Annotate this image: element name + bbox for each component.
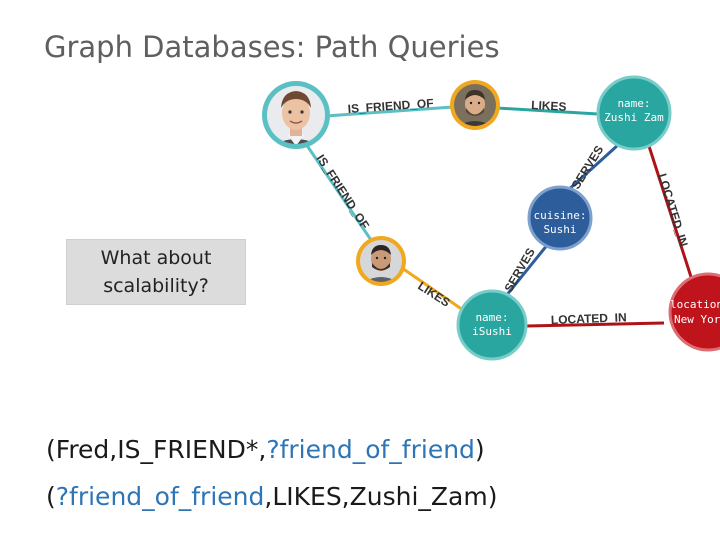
- edge-label-located-in-2: LOCATED_IN: [551, 310, 627, 327]
- location-node-new-york: location: New York: [668, 272, 720, 352]
- edge-person3-isushi: [401, 266, 464, 312]
- query-line-1: (Fred,IS_FRIEND*,?friend_of_friend): [46, 426, 497, 473]
- edge-label-is-friend-of-2: IS_FRIEND_OF: [313, 152, 372, 232]
- scalability-note-text: What about scalability?: [100, 247, 212, 297]
- query-2-variable: ?friend_of_friend: [55, 482, 265, 511]
- restaurant-node-zushi-zam: name: Zushi Zam: [596, 75, 672, 151]
- edge-label-serves-2: SERVES: [501, 246, 537, 295]
- person-node-friend: [450, 80, 500, 130]
- cuisine-label-value: Sushi: [543, 223, 576, 236]
- query-1-suffix: ): [474, 435, 485, 464]
- edge-label-is-friend-of-1: IS_FRIEND_OF: [347, 96, 434, 116]
- person-node-third: [356, 236, 406, 286]
- isushi-label-key: name:: [475, 311, 508, 324]
- edge-label-likes-2: LIKES: [415, 279, 452, 310]
- zushi-zam-label-value: Zushi Zam: [604, 111, 664, 124]
- edge-fred-friend: [325, 105, 454, 118]
- query-line-2: (?friend_of_friend,LIKES,Zushi_Zam): [46, 473, 497, 520]
- location-label-value: New York: [674, 313, 720, 326]
- fred-portrait: [267, 86, 325, 144]
- person-node-fred: [262, 81, 330, 149]
- edge-zushi-location: [646, 142, 694, 281]
- restaurant-node-isushi: name: iSushi: [456, 289, 528, 361]
- cuisine-label-key: cuisine:: [534, 209, 587, 222]
- cuisine-node-sushi: cuisine: Sushi: [527, 185, 593, 251]
- query-2-prefix: (: [46, 482, 56, 511]
- zushi-zam-label-key: name:: [617, 97, 650, 110]
- location-label-key: location:: [670, 298, 720, 311]
- edge-fred-person3: [304, 143, 373, 241]
- query-1-variable: ?friend_of_friend: [266, 435, 475, 464]
- slide-title: Graph Databases: Path Queries: [44, 30, 500, 64]
- isushi-label-value: iSushi: [472, 325, 512, 338]
- query-1-prefix: (Fred,IS_FRIEND*,: [46, 435, 267, 464]
- edge-label-likes-1: LIKES: [531, 98, 567, 114]
- edge-isushi-location: [526, 321, 665, 328]
- path-queries: (Fred,IS_FRIEND*,?friend_of_friend) (?fr…: [46, 426, 497, 520]
- query-2-suffix: ,LIKES,Zushi_Zam): [264, 482, 498, 511]
- scalability-note: What about scalability?: [66, 239, 246, 305]
- edge-zushi-cuisine: [564, 143, 620, 194]
- edge-label-located-in-1: LOCATED_IN: [655, 172, 691, 249]
- edge-isushi-cuisine: [504, 243, 550, 297]
- edge-label-serves-1: SERVES: [569, 143, 607, 192]
- edge-friend-zushi: [496, 106, 599, 116]
